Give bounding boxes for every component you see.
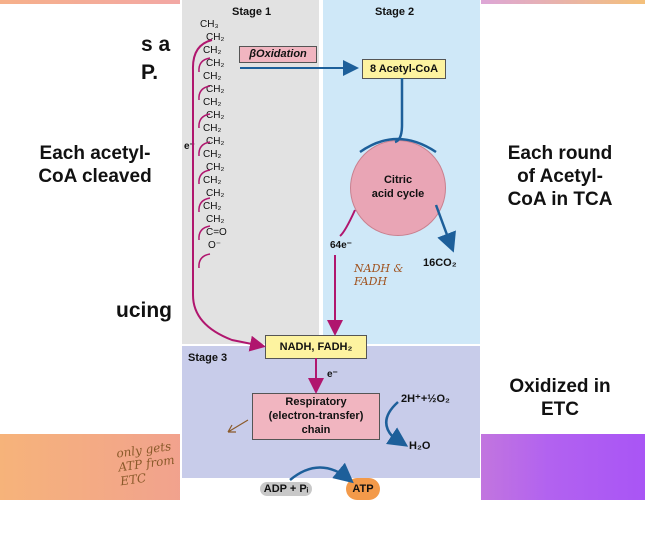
chain-ch2-unit: CH₂ xyxy=(206,214,225,225)
chain-ch2-unit: CH₂ xyxy=(203,97,222,108)
arrow-co2 xyxy=(434,204,456,253)
water-label: H₂O xyxy=(409,440,431,452)
handwritten-arrow xyxy=(227,419,249,433)
co2-label: 16CO₂ xyxy=(423,257,457,269)
chain-electron-hook xyxy=(198,225,211,241)
chain-electron-hook xyxy=(198,169,211,185)
slide-text-fragment-1: s a xyxy=(141,33,171,56)
chain-electron-hook xyxy=(198,113,211,129)
stage3-label: Stage 3 xyxy=(188,352,228,364)
adp-pi-label: ADP + Pᵢ xyxy=(253,480,319,498)
chain-electron-hook xyxy=(198,197,211,213)
stage2-label: Stage 2 xyxy=(375,6,415,18)
arrow-stage1-electrons xyxy=(191,39,266,352)
atp-badge: ATP xyxy=(346,478,380,500)
chain-ch2-unit: CH₂ xyxy=(203,201,222,212)
chain-ch2-unit: CH₂ xyxy=(203,45,222,56)
chain-electron-hooks xyxy=(198,57,211,269)
arrow-electrons-from-cycle xyxy=(339,209,356,237)
slide-text-fragment-3: ucing xyxy=(116,299,172,322)
note-tca-round: Each round of Acetyl- CoA in TCA xyxy=(507,143,613,210)
citric-acid-cycle-label: Citric acid cycle xyxy=(371,174,425,200)
electrons-64-label: 64e⁻ xyxy=(330,240,352,251)
oxygen-label: 2H⁺+½O₂ xyxy=(401,393,450,405)
chain-electron-hook xyxy=(198,253,211,269)
arrow-adp-to-atp xyxy=(289,462,354,484)
chain-ch2-unit: CH₂ xyxy=(203,175,222,186)
electron-label-stage1: e⁻ xyxy=(184,141,195,152)
handwritten-nadh-note: NADH & FADH xyxy=(354,262,404,288)
citric-acid-cycle-circle xyxy=(350,140,446,236)
chain-oxide: O⁻ xyxy=(208,240,222,251)
cycle-ring-top xyxy=(359,137,437,154)
chain-electron-hook xyxy=(198,85,211,101)
acetyl-coa-box: 8 Acetyl-CoA xyxy=(362,59,446,79)
chain-ch2-unit: CH₂ xyxy=(203,149,222,160)
chain-electron-hook xyxy=(198,141,211,157)
chain-units: CH₂ CH₂ CH₂ CH₂ CH₂ CH₂ CH₂ CH₂ CH₂ CH₂ CH₂ CH₂ CH₂ C… xyxy=(200,31,227,226)
adp-pi-badge: ADP + Pᵢ xyxy=(259,482,313,496)
note-oxidized-etc: Oxidized in ETC xyxy=(509,376,611,420)
arrow-acetyl-to-cycle xyxy=(394,78,404,144)
note-acetyl-cleaved: Each acetyl- CoA cleaved xyxy=(38,143,152,187)
chain-ch2-unit: CH₂ xyxy=(206,136,225,147)
arrow-o2-to-h2o xyxy=(385,401,409,447)
slide-text-fragment-2: P. xyxy=(141,61,159,84)
chain-ch2-unit: CH₂ xyxy=(206,188,225,199)
chain-ch2-unit: CH₂ xyxy=(206,32,225,43)
chain-ch2-unit: CH₂ xyxy=(206,84,225,95)
chain-ch2-unit: CH₂ xyxy=(203,71,222,82)
beta-oxidation-box: βOxidation xyxy=(239,46,317,63)
chain-ch2-unit: CH₂ xyxy=(206,58,225,69)
chain-carbonyl: C=O xyxy=(206,227,227,238)
stage1-label: Stage 1 xyxy=(232,6,272,18)
chain-ch2-unit: CH₂ xyxy=(206,162,225,173)
electron-label-stage3: e⁻ xyxy=(327,369,338,380)
chain-ch3: CH₃ xyxy=(200,19,219,30)
chain-ch2-unit: CH₂ xyxy=(203,123,222,134)
chain-electron-hook xyxy=(198,57,211,73)
chain-ch2-unit: CH₂ xyxy=(206,110,225,121)
